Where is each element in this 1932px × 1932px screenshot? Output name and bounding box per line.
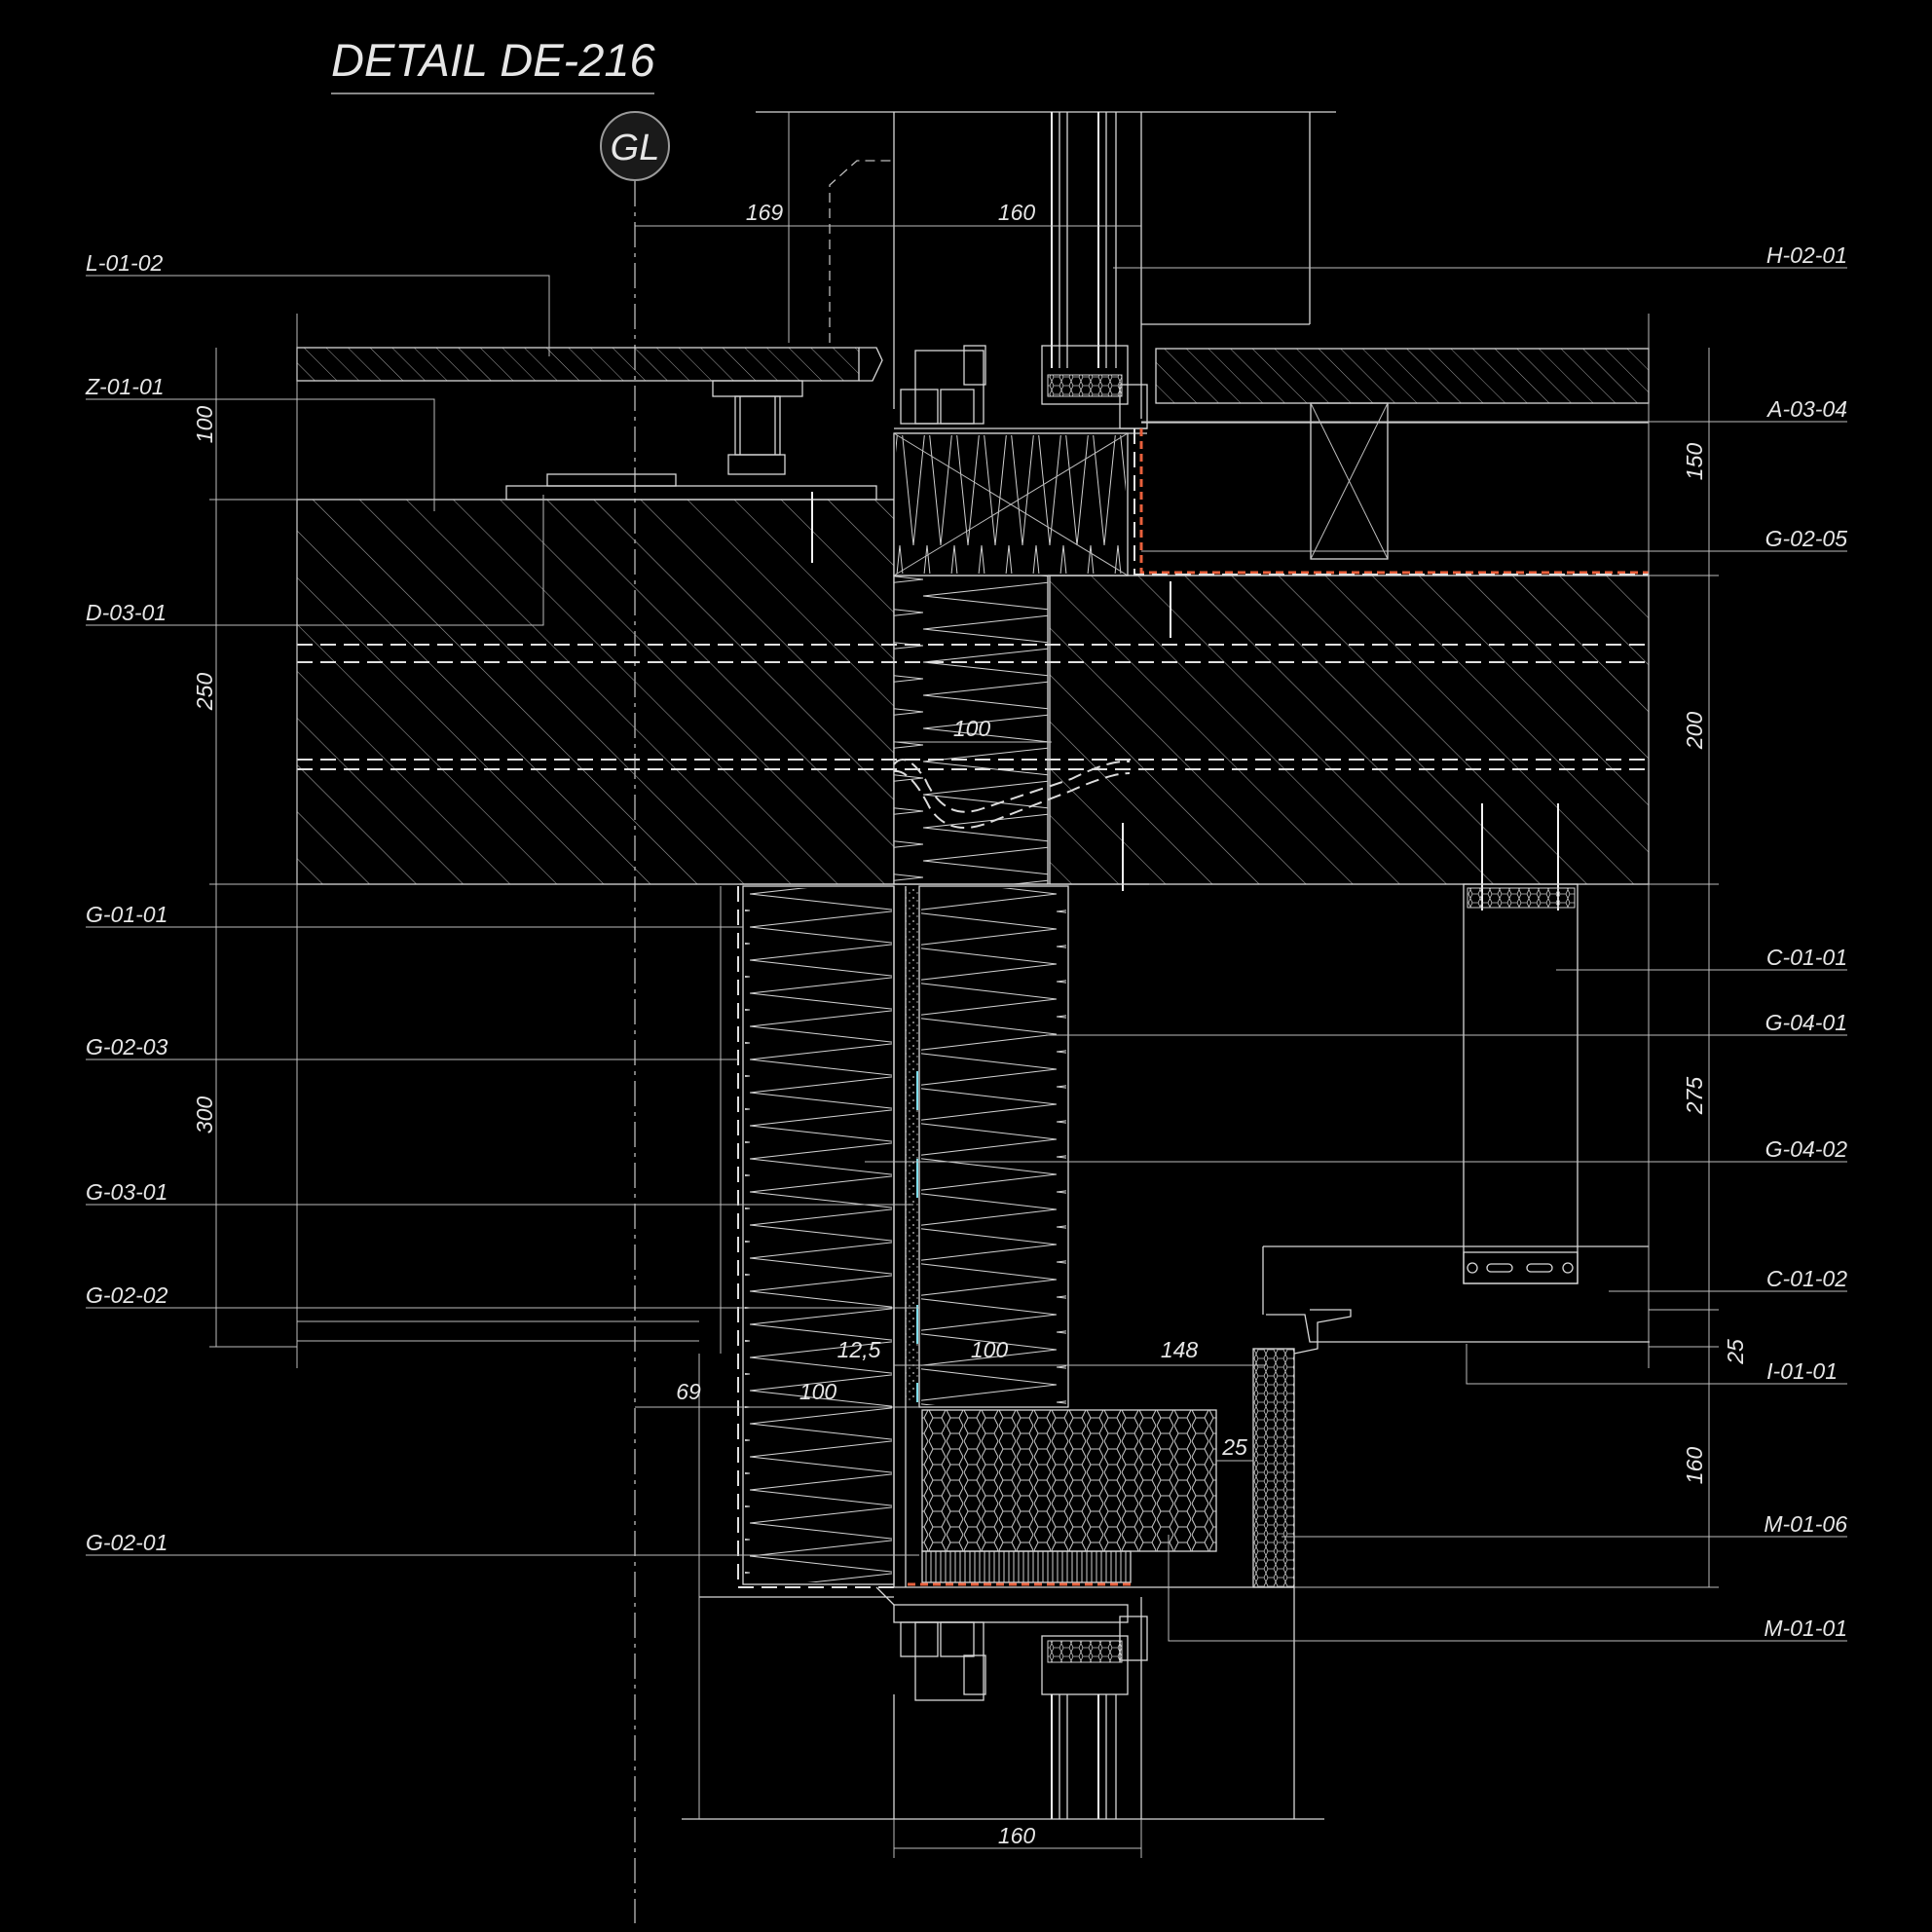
paver-slab-right (1155, 348, 1650, 404)
pedestal-support (505, 380, 877, 501)
dim-160-top: 160 (998, 200, 1036, 225)
dim-100-lower: 100 (799, 1379, 837, 1404)
callout-G-02-01: G-02-01 (86, 1530, 167, 1555)
callout-C-01-02: C-01-02 (1766, 1266, 1847, 1291)
dim-250: 250 (192, 673, 217, 712)
dim-169: 169 (746, 200, 784, 225)
dim-100-mid: 100 (953, 716, 991, 741)
gridline-bubble (600, 111, 670, 181)
dim-300: 300 (192, 1096, 217, 1134)
callout-D-03-01: D-03-01 (86, 600, 167, 625)
dim-275: 275 (1682, 1077, 1707, 1116)
dim-200: 200 (1682, 712, 1707, 751)
callout-A-03-04: A-03-04 (1765, 396, 1847, 422)
dimension-lines (209, 225, 1719, 1858)
detail-title: DETAIL DE-216 (331, 34, 655, 86)
dim-69: 69 (676, 1379, 701, 1404)
callout-G-04-02: G-04-02 (1765, 1136, 1848, 1162)
callout-L-01-02: L-01-02 (86, 250, 163, 276)
paver-slab-left (296, 347, 860, 382)
lower-window-frame (682, 1587, 1324, 1820)
head-insulation-strip (921, 1550, 1132, 1583)
callout-Z-01-01: Z-01-01 (85, 374, 165, 399)
callout-G-04-01: G-04-01 (1765, 1010, 1847, 1035)
head-insulation-board (921, 1409, 1217, 1552)
concrete-slab-right (1049, 575, 1650, 885)
callout-G-01-01: G-01-01 (86, 902, 167, 927)
leader-lines (86, 267, 1847, 1642)
callout-M-01-06: M-01-06 (1764, 1511, 1847, 1537)
callout-I-01-01: I-01-01 (1766, 1358, 1838, 1384)
dim-25-mid: 25 (1221, 1434, 1247, 1460)
dim-148: 148 (1161, 1337, 1199, 1362)
callout-G-02-03: G-02-03 (86, 1034, 168, 1059)
callout-G-02-02: G-02-02 (86, 1282, 168, 1308)
callout-C-01-01: C-01-01 (1766, 945, 1847, 970)
dim-160-right: 160 (1682, 1447, 1707, 1485)
callout-G-03-01: G-03-01 (86, 1179, 167, 1205)
concrete-slab-left (296, 499, 895, 885)
waterproofing-membrane (1139, 428, 1649, 575)
soffit-panel (1463, 883, 1579, 1284)
callout-G-02-05: G-02-05 (1765, 526, 1848, 551)
upper-bracket (829, 160, 894, 343)
rebar-connector (893, 759, 1131, 813)
dim-25-right: 25 (1723, 1339, 1748, 1365)
dim-100-low: 100 (971, 1337, 1009, 1362)
cladding-outer-line (737, 886, 894, 1588)
cladding-return (1252, 1348, 1295, 1588)
dim-160-bottom: 160 (998, 1823, 1036, 1848)
callout-H-02-01: H-02-01 (1766, 242, 1847, 268)
callout-M-01-01: M-01-01 (1764, 1616, 1847, 1641)
dim-12-5: 12,5 (837, 1337, 881, 1362)
sealant-cavity (906, 886, 919, 1402)
dim-150: 150 (1682, 443, 1707, 481)
gridline-label: GL (611, 128, 660, 168)
dim-100-left: 100 (192, 406, 217, 444)
paver-edge-profile (859, 347, 883, 382)
drip-flashing (1266, 1309, 1650, 1355)
